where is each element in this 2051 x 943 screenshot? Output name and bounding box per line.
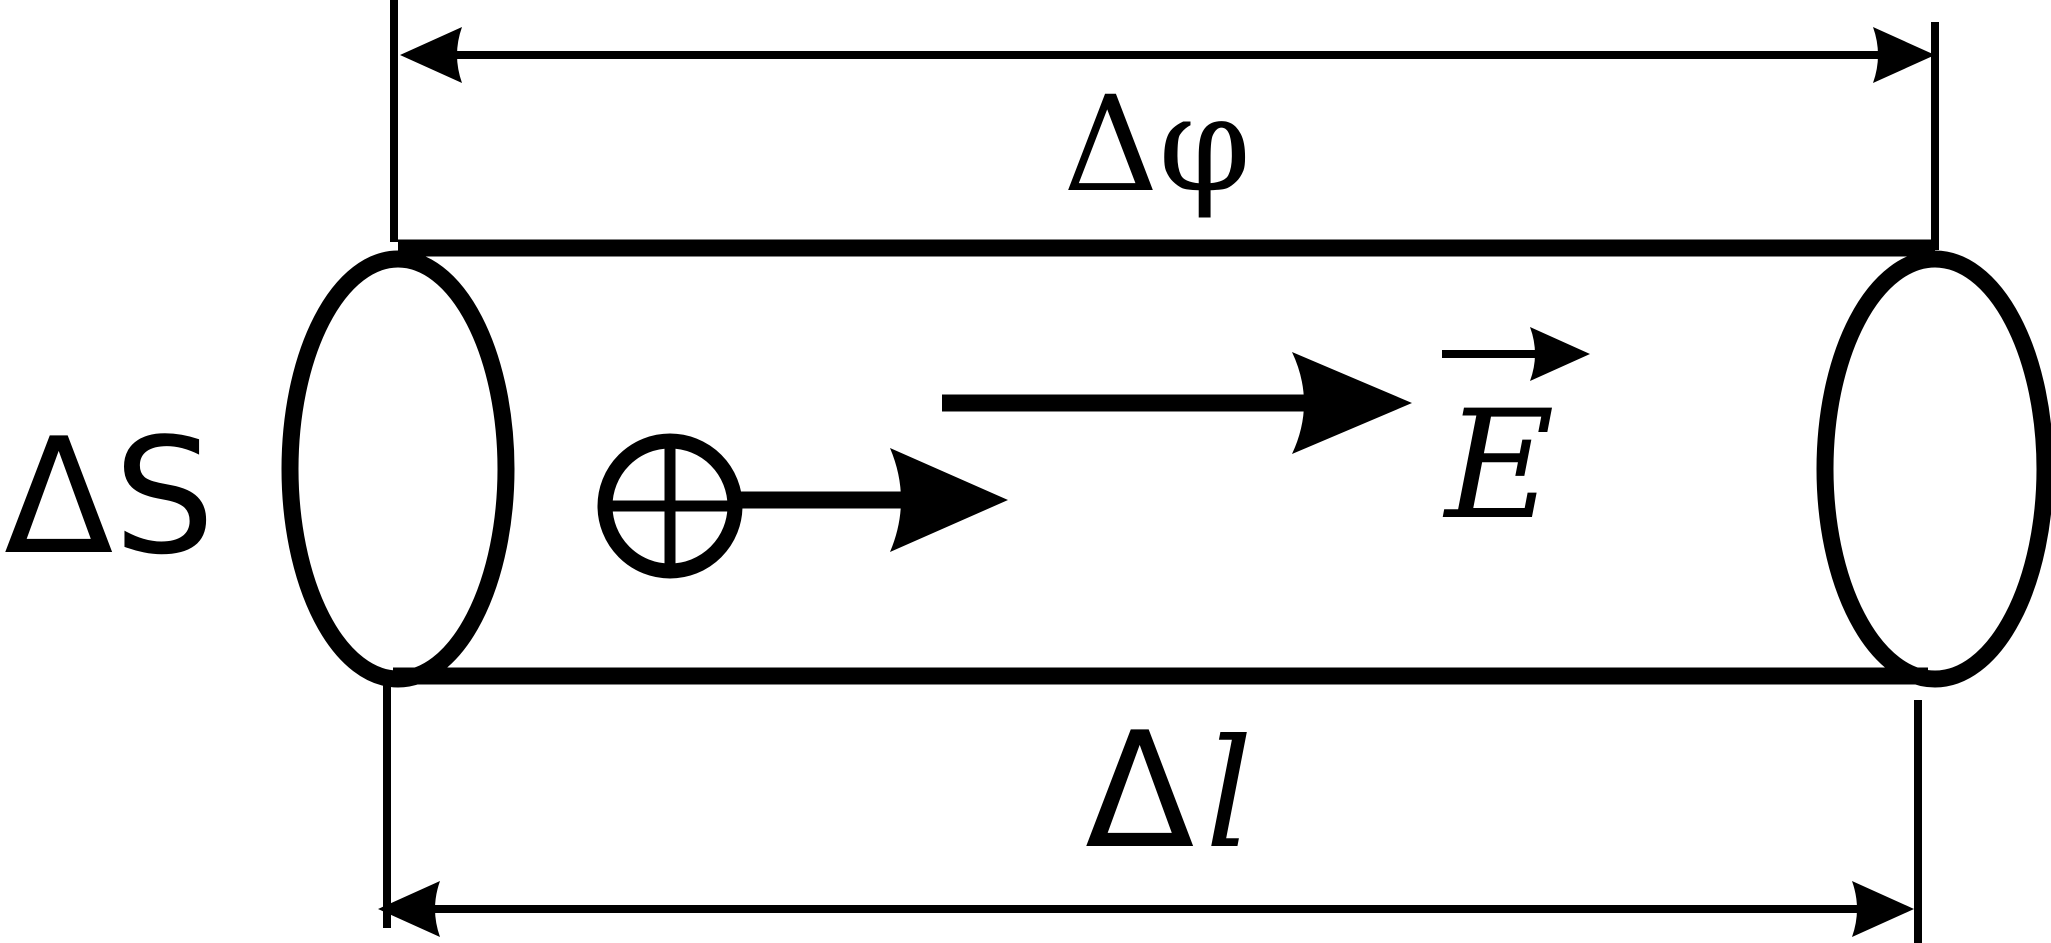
left-cross-section-ellipse bbox=[281, 250, 515, 688]
length-dimension: Δ l bbox=[378, 680, 1922, 943]
charge-velocity-arrowhead bbox=[890, 448, 1008, 552]
vector-arrowhead bbox=[1530, 327, 1590, 381]
potential-difference-dimension: Δφ bbox=[390, 0, 1939, 250]
right-cross-section-ellipse bbox=[1816, 250, 2051, 688]
cylinder bbox=[281, 239, 2051, 688]
length-right-arrowhead bbox=[1852, 881, 1914, 937]
electric-field-label: E bbox=[1442, 379, 1555, 553]
electric-field-label-group: E bbox=[1442, 327, 1590, 553]
cross-section-area-label: ΔS bbox=[4, 403, 215, 590]
electric-field-arrow bbox=[942, 352, 1412, 454]
length-left-arrowhead bbox=[378, 881, 440, 937]
potential-difference-label: Δφ bbox=[1063, 68, 1251, 222]
length-label-l: l bbox=[1205, 708, 1253, 882]
field-arrowhead bbox=[1292, 352, 1412, 454]
potential-right-arrowhead bbox=[1873, 27, 1935, 83]
positive-charge-group bbox=[597, 433, 1008, 579]
length-label-delta: Δ bbox=[1085, 697, 1194, 884]
potential-left-arrowhead bbox=[400, 27, 462, 83]
